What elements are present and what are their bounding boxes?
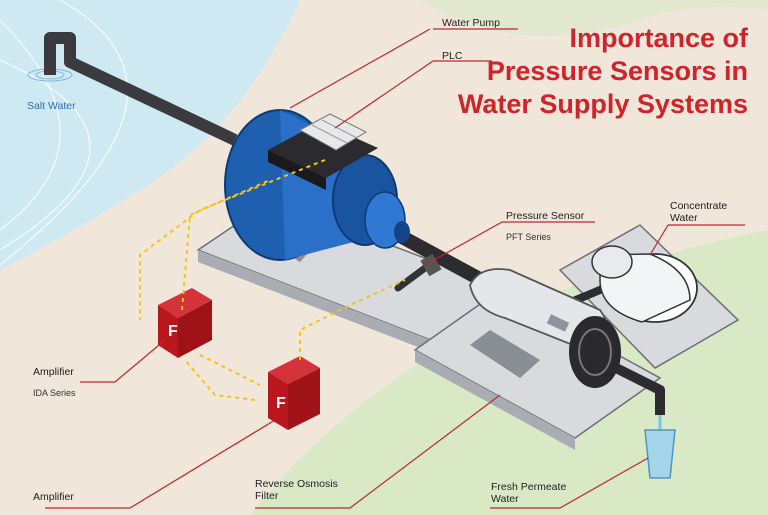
plc-module (298, 113, 368, 151)
label-plc: PLC (442, 50, 463, 62)
wave-line (0, 19, 61, 231)
pump-platform-edge (198, 250, 472, 368)
wave-line (0, 0, 128, 266)
label-fresh-permeate-water: Fresh Permeate Water (491, 481, 567, 505)
label-salt-water: Salt Water (27, 100, 76, 112)
svg-text:F: F (276, 395, 286, 412)
label-pressure-sensor: Pressure Sensor (506, 210, 585, 222)
water-glass (644, 429, 676, 479)
wave-line (0, 59, 91, 251)
label-reverse-osmosis-filter: Reverse Osmosis Filter (255, 478, 338, 502)
filter-foot (470, 330, 540, 378)
pressure-sensor-body (420, 253, 442, 277)
label-water-pump: Water Pump (442, 17, 500, 29)
ro-filter-cap (569, 316, 621, 388)
concentrate-tank-cap (591, 245, 633, 279)
pump-hub (394, 221, 410, 243)
intake-pipe (44, 32, 238, 146)
amplifier-device-1: F (158, 288, 212, 358)
leader-lines (45, 28, 745, 509)
label-pft-series: PFT Series (506, 232, 551, 242)
signal-wiring (139, 159, 406, 401)
diagram-title: Importance of Pressure Sensors in Water … (457, 23, 748, 119)
plc-base-edge (268, 150, 326, 190)
outlet-pipe (597, 355, 665, 415)
grass-area-top (420, 0, 768, 36)
plc-module-divider (321, 119, 358, 139)
filter-platform (413, 289, 662, 439)
label-concentrate-water: Concentrate Water (670, 200, 728, 224)
label-amplifier: Amplifier (33, 491, 74, 503)
ro-filter-ring (578, 328, 612, 376)
plc-module-divider (311, 124, 348, 144)
pressure-sensor-probe (394, 264, 429, 292)
filter-platform-edge (415, 350, 575, 450)
svg-text:F: F (168, 323, 178, 340)
ro-filter-plate (546, 314, 570, 332)
amplifier-device-2: F (268, 356, 320, 430)
label-ida-series: IDA Series (33, 388, 76, 398)
label-amplifier-ida: Amplifier (33, 366, 74, 378)
